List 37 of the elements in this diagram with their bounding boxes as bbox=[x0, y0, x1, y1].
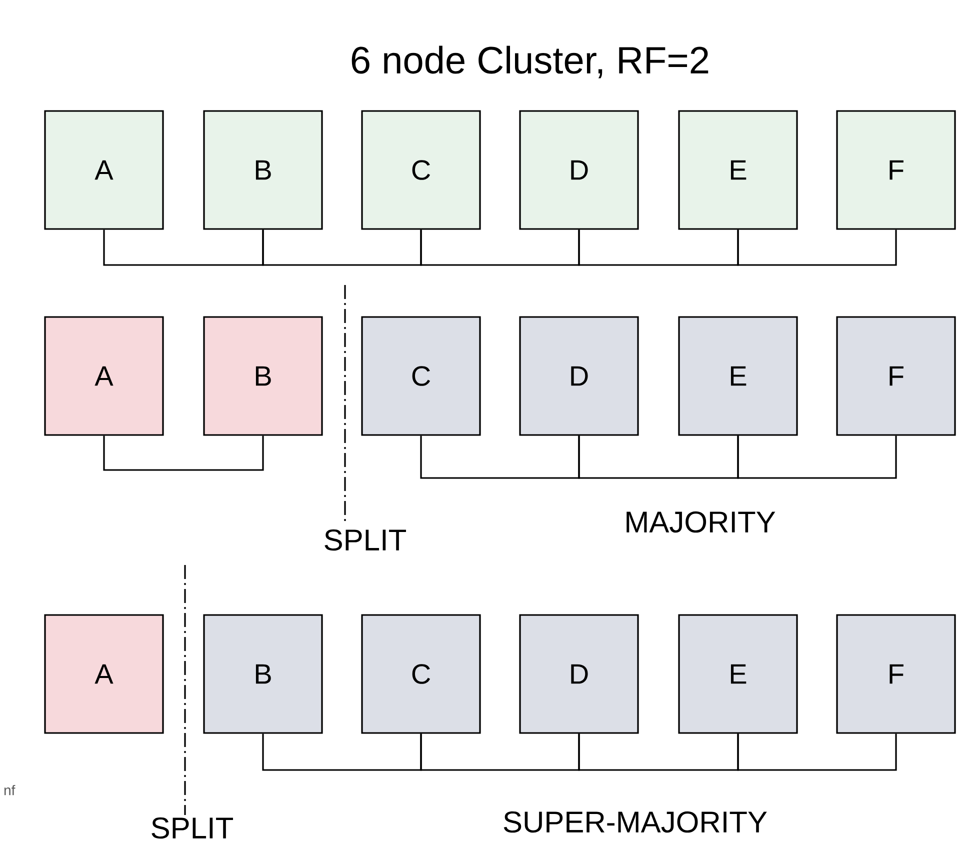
server-box: C bbox=[361, 614, 481, 734]
server-box: E bbox=[678, 110, 798, 230]
connector-line bbox=[103, 436, 264, 471]
server-box: B bbox=[203, 614, 323, 734]
connector-line bbox=[420, 436, 580, 479]
connector-line bbox=[737, 436, 897, 479]
text-fragment: nf bbox=[4, 784, 16, 796]
section-label: SPLIT bbox=[324, 529, 406, 551]
connector-line bbox=[103, 230, 264, 266]
server-box: F bbox=[836, 614, 956, 734]
server-box: D bbox=[519, 316, 639, 436]
server-box: C bbox=[361, 316, 481, 436]
server-box: A bbox=[44, 614, 164, 734]
title: 6 node Cluster, RF=2 bbox=[352, 46, 708, 78]
server-box: F bbox=[836, 316, 956, 436]
section-label: MAJORITY bbox=[626, 511, 776, 533]
server-box: E bbox=[678, 614, 798, 734]
connector-line bbox=[578, 230, 739, 266]
connector-line bbox=[420, 230, 580, 266]
server-box: E bbox=[678, 316, 798, 436]
server-box: A bbox=[44, 110, 164, 230]
server-box: B bbox=[203, 316, 323, 436]
server-box: D bbox=[519, 614, 639, 734]
connector-line bbox=[737, 230, 897, 266]
connector-line bbox=[420, 734, 580, 771]
connector-line bbox=[737, 734, 897, 771]
server-box: D bbox=[519, 110, 639, 230]
server-box: F bbox=[836, 110, 956, 230]
server-box: C bbox=[361, 110, 481, 230]
connector-line bbox=[578, 734, 739, 771]
connector-line bbox=[262, 734, 422, 771]
connector-line bbox=[262, 230, 422, 266]
server-box: A bbox=[44, 316, 164, 436]
server-box: B bbox=[203, 110, 323, 230]
section-label: SUPER-MAJORITY bbox=[504, 811, 767, 833]
section-label: SPLIT bbox=[152, 817, 233, 839]
connector-line bbox=[578, 436, 739, 479]
